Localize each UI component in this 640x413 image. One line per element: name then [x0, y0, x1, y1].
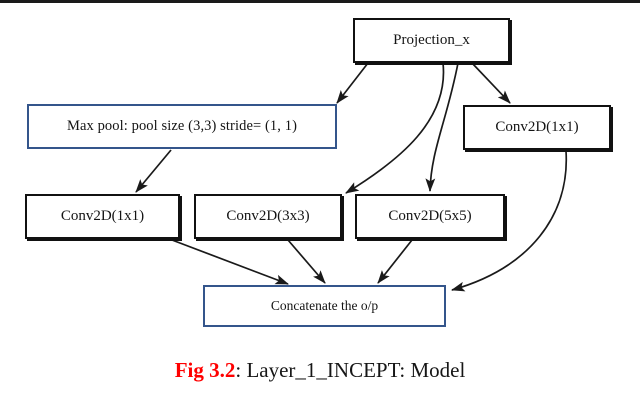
edge-maxpool-to-conv1x1-left [135, 149, 172, 193]
node-conv2d-1x1-left-label: Conv2D(1x1) [60, 208, 145, 225]
figure-number: Fig 3.2 [174, 358, 236, 382]
node-max-pool[interactable]: Max pool: pool size (3,3) stride= (1, 1) [27, 104, 337, 149]
edge-conv1x1-right-to-concat [451, 150, 568, 292]
node-max-pool-label: Max pool: pool size (3,3) stride= (1, 1) [66, 117, 298, 134]
figure-top-rule [0, 0, 640, 3]
node-concatenate-label: Concatenate the o/p [270, 297, 379, 313]
node-concatenate[interactable]: Concatenate the o/p [203, 285, 446, 327]
edge-projection-to-maxpool [336, 62, 369, 104]
node-conv2d-1x1-right-label: Conv2D(1x1) [495, 119, 579, 136]
node-conv2d-5x5[interactable]: Conv2D(5x5) [355, 194, 505, 239]
edge-projection-to-conv3x3 [345, 62, 445, 194]
node-conv2d-5x5-label: Conv2D(5x5) [388, 208, 472, 225]
node-conv2d-3x3-label: Conv2D(3x3) [226, 208, 310, 225]
node-conv2d-3x3[interactable]: Conv2D(3x3) [194, 194, 342, 239]
node-conv2d-1x1-right[interactable]: Conv2D(1x1) [463, 105, 611, 150]
node-conv2d-1x1-left[interactable]: Conv2D(1x1) [25, 194, 180, 239]
node-projection-x-label: Projection_x [393, 32, 470, 49]
figure-caption-text: : Layer_1_INCEPT: Model [235, 358, 466, 382]
figure-caption: Fig 3.2: Layer_1_INCEPT: Model [0, 358, 640, 383]
node-projection-x[interactable]: Projection_x [353, 18, 510, 63]
edge-projection-to-conv5x5 [425, 62, 459, 193]
edge-projection-to-conv1x1-right [471, 62, 511, 104]
edge-conv3x3-to-concat [287, 239, 326, 284]
edge-conv1x1-left-to-concat [171, 239, 289, 285]
edge-conv5x5-to-concat [377, 239, 413, 284]
